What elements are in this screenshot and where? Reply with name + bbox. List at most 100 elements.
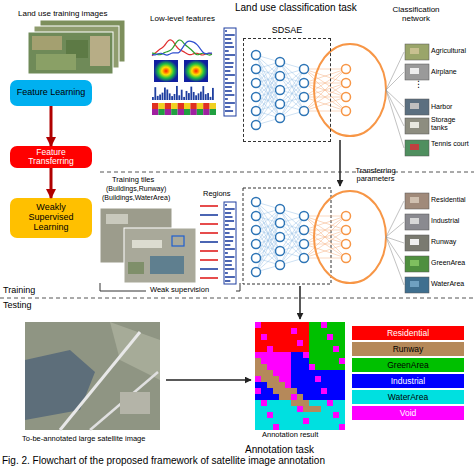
art-rect <box>285 334 291 340</box>
art-rect <box>405 277 429 293</box>
art-rect <box>279 346 285 352</box>
art-rect <box>291 328 297 334</box>
art-rect <box>410 197 419 203</box>
art-rect <box>171 109 177 115</box>
art-rect <box>261 358 267 364</box>
art-rect <box>297 424 303 430</box>
art-rect <box>321 334 327 340</box>
art-rect <box>184 103 190 109</box>
art-rect <box>291 418 297 424</box>
art-line <box>304 83 346 111</box>
art-rect <box>273 364 279 370</box>
art-rect <box>152 109 158 115</box>
art-rect <box>273 370 279 376</box>
art-line <box>304 216 346 258</box>
art-rect <box>297 322 303 328</box>
task-title: Annotation task <box>245 444 314 455</box>
art-rect <box>165 109 171 115</box>
art-rect <box>261 334 267 340</box>
art-line <box>225 106 230 108</box>
art-rect <box>327 352 333 358</box>
art-rect <box>321 322 327 328</box>
art-line <box>225 38 231 40</box>
flow-box: Feature Learning <box>10 80 92 106</box>
art-rect <box>285 376 291 382</box>
art-rect <box>303 346 309 352</box>
art-circle <box>300 226 309 235</box>
art-rect <box>255 418 261 424</box>
art-rect <box>309 382 315 388</box>
art-rect <box>327 400 333 406</box>
art-rect <box>255 328 261 334</box>
art-rect <box>333 334 339 340</box>
art-rect <box>297 388 303 394</box>
art-rect <box>279 370 285 376</box>
art-circle <box>276 205 285 214</box>
art-rect <box>321 412 327 418</box>
art-rect <box>321 424 327 430</box>
art-circle <box>252 240 261 249</box>
art-rect <box>261 322 267 328</box>
legend-item: GreenArea <box>352 358 464 372</box>
art-rect <box>210 103 216 109</box>
art-rect <box>186 91 188 100</box>
art-rect <box>285 412 291 418</box>
art-line <box>304 230 346 258</box>
art-line <box>386 237 404 285</box>
art-rect <box>327 418 333 424</box>
art-circle <box>300 240 309 249</box>
art-rect <box>255 364 261 370</box>
art-line <box>304 216 346 230</box>
tile-label: (Buildings,Runway) <box>106 185 166 193</box>
art-rect <box>273 400 279 406</box>
art-rect <box>321 358 327 364</box>
art-rect <box>164 88 166 100</box>
art-line <box>225 46 234 48</box>
art-rect <box>279 364 285 370</box>
art-rect <box>339 406 345 412</box>
art-rect <box>106 214 128 224</box>
art-rect <box>255 412 261 418</box>
art-rect <box>178 95 180 100</box>
art-rect <box>124 228 196 283</box>
art-rect <box>190 109 196 115</box>
legend-item: WaterArea <box>352 390 464 404</box>
art-rect <box>291 424 297 430</box>
art-line <box>225 42 233 44</box>
art-rect <box>273 328 279 334</box>
art-rect <box>273 346 279 352</box>
art-rect <box>405 256 429 272</box>
art-line <box>60 332 140 430</box>
art-rect <box>261 424 267 430</box>
art-rect <box>267 388 273 394</box>
art-rect <box>339 418 345 424</box>
art-line <box>90 372 158 430</box>
art-rect <box>315 352 321 358</box>
art-circle <box>252 121 261 130</box>
art-rect <box>273 352 279 358</box>
art-rect <box>410 144 419 150</box>
art-rect <box>327 358 333 364</box>
art-rect <box>195 95 197 100</box>
art-line <box>225 256 234 258</box>
art-line <box>225 34 235 36</box>
art-rect <box>309 322 315 328</box>
art-line <box>304 244 346 258</box>
art-line <box>225 216 233 218</box>
art-rect <box>184 60 208 82</box>
art-path <box>25 350 95 420</box>
art-rect <box>279 412 285 418</box>
network-label: Classification network <box>385 6 447 24</box>
art-rect <box>267 370 273 376</box>
art-rect <box>333 352 339 358</box>
art-rect <box>327 346 333 352</box>
art-line <box>225 70 230 72</box>
art-rect <box>339 322 345 328</box>
art-rect <box>303 370 309 376</box>
art-rect <box>267 364 273 370</box>
art-rect <box>273 406 279 412</box>
art-rect <box>297 418 303 424</box>
art-rect <box>174 94 176 100</box>
art-rect <box>279 376 285 382</box>
